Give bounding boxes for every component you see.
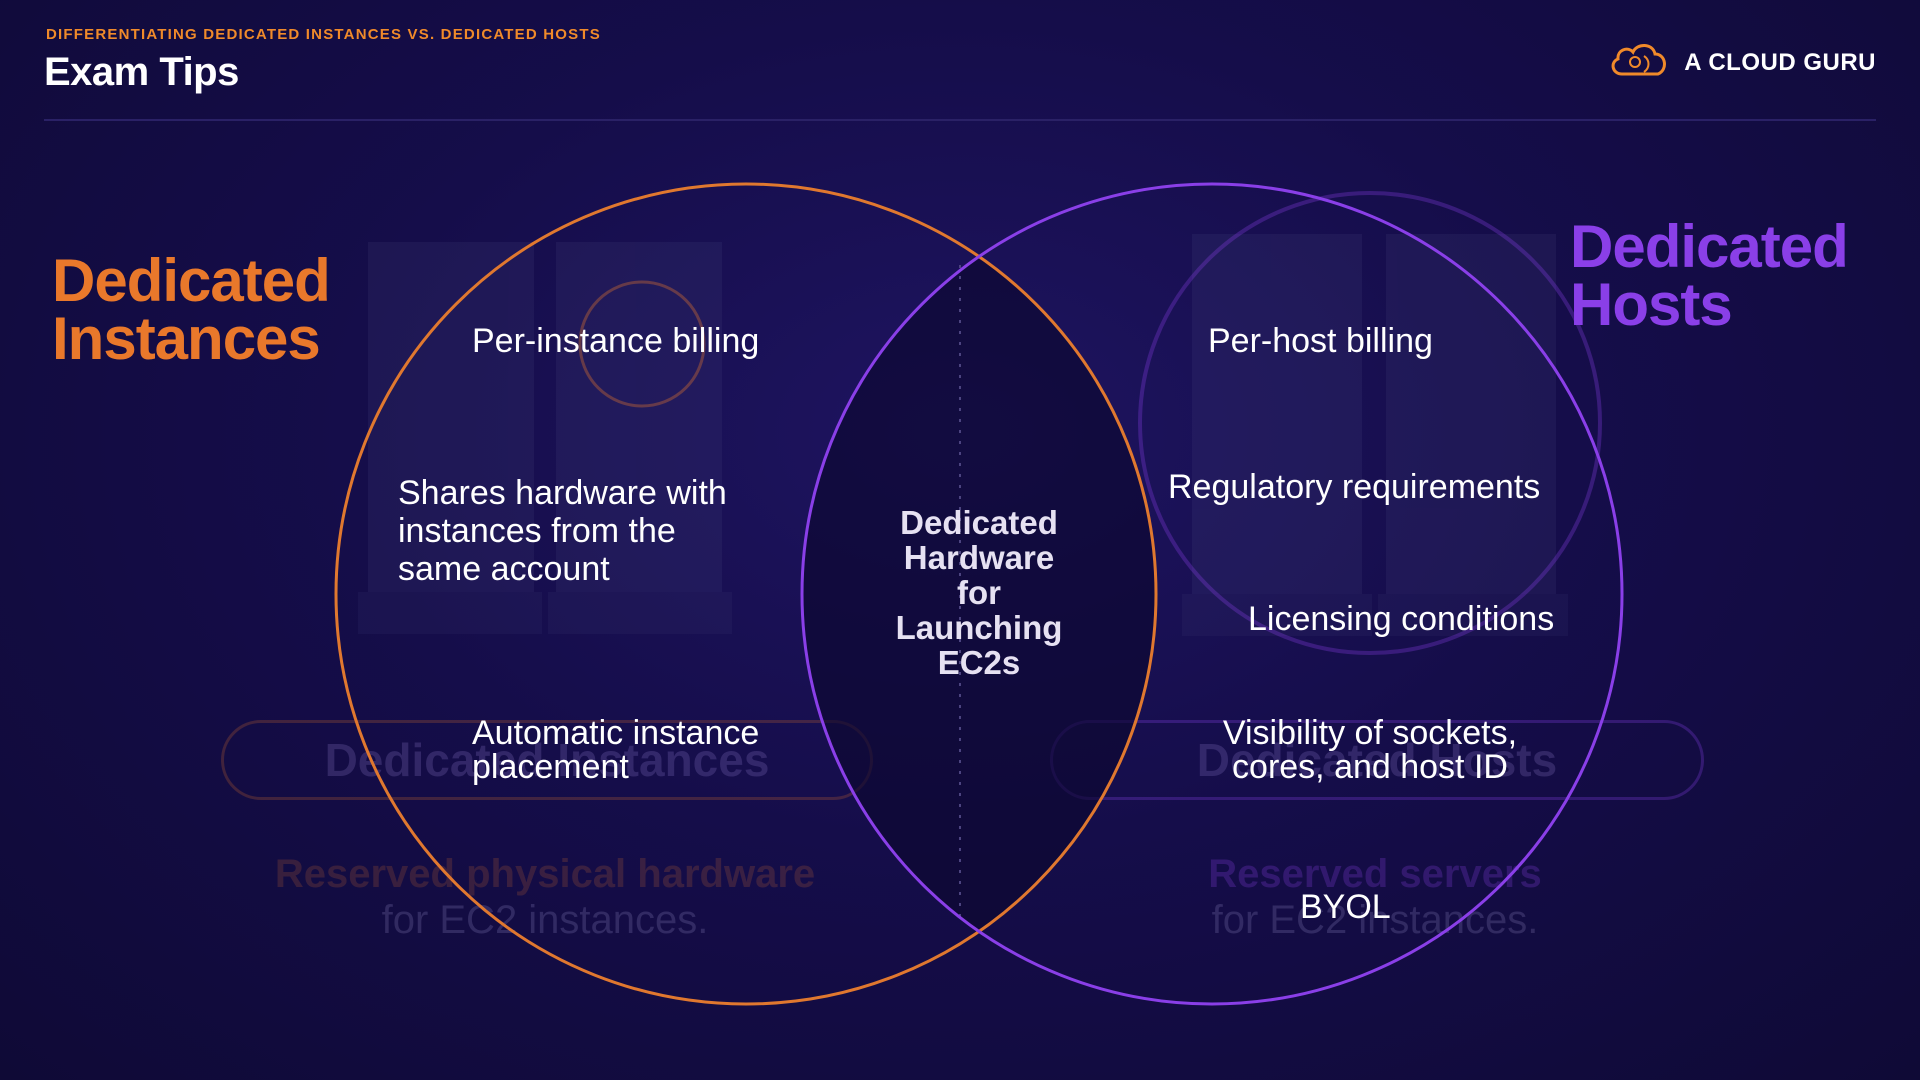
left-item-per-instance-billing: Per-instance billing <box>472 322 760 360</box>
venn-intersection <box>802 184 1156 1004</box>
brand-logo: A CLOUD GURU <box>1608 40 1876 85</box>
ghost-pill-dedicated-instances: Dedicated Instances <box>221 720 873 800</box>
slide-title: Exam Tips <box>44 50 239 94</box>
server-rack-right-icon <box>1182 234 1568 636</box>
header-divider <box>44 119 1876 121</box>
left-item-shares-hardware: Shares hardware with instances from the … <box>398 474 727 588</box>
cloud-logo-icon <box>1608 40 1670 85</box>
venn-center-text: Dedicated Hardware for Launching EC2s <box>895 504 1063 681</box>
ghost-left-line1: Reserved physical hardware <box>274 852 816 896</box>
ghost-circle-left <box>578 280 706 408</box>
server-rack-left-icon <box>358 242 732 634</box>
right-item-regulatory-requirements: Regulatory requirements <box>1168 468 1541 506</box>
slide-eyebrow: DIFFERENTIATING DEDICATED INSTANCES VS. … <box>46 26 601 43</box>
ghost-right-line1: Reserved servers <box>1208 852 1542 896</box>
ghost-circle-right <box>1138 191 1602 655</box>
label-dedicated-hosts: Dedicated Hosts <box>1570 213 1849 338</box>
right-item-byol: BYOL <box>1300 888 1391 926</box>
ghost-left-line2: for EC2 instances. <box>381 898 709 942</box>
right-item-licensing-conditions: Licensing conditions <box>1248 600 1555 638</box>
ghost-right-line2: for EC2 instances. <box>1211 898 1539 942</box>
brand-name: A CLOUD GURU <box>1684 48 1876 76</box>
label-dedicated-instances: Dedicated Instances <box>52 247 331 372</box>
venn-circle-dedicated-hosts <box>800 182 1624 1006</box>
ghost-pill-dedicated-hosts: Dedicated Hosts <box>1050 720 1704 800</box>
right-item-visibility: Visibility of sockets, cores, and host I… <box>1222 714 1518 786</box>
right-item-per-host-billing: Per-host billing <box>1208 322 1433 360</box>
venn-circle-dedicated-instances <box>334 182 1158 1006</box>
left-item-automatic-placement: Automatic instance placement <box>472 714 760 786</box>
